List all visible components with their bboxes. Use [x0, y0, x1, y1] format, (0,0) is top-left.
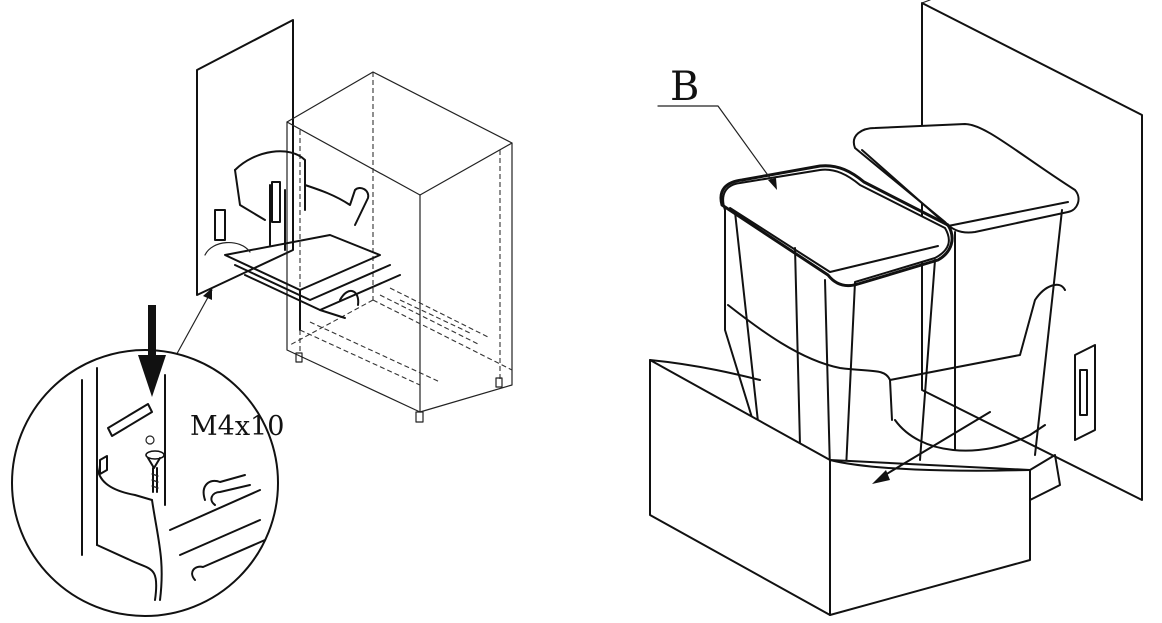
- waste-bin-unit-illustration: B: [649, 0, 1143, 616]
- front-panel: [196, 19, 294, 296]
- part-label: B: [670, 64, 699, 110]
- drawer-slides: [299, 287, 491, 386]
- cabinet-assembly-illustration: [167, 19, 513, 423]
- screw-size-label: M4x10: [190, 411, 284, 442]
- pointer-arrowhead: [203, 288, 212, 300]
- direction-arrow-line: [879, 411, 991, 479]
- cabinet-outline: [286, 71, 513, 423]
- down-arrow-icon: [138, 305, 166, 397]
- front-bin: [719, 164, 954, 491]
- drawer-box: [649, 359, 1061, 616]
- detail-circle: [11, 349, 279, 617]
- bin-wire-frame: [727, 283, 1066, 421]
- screw-detail-callout: M4x10: [11, 305, 284, 617]
- wire-basket-frame: [204, 150, 401, 331]
- screw-icon: [145, 450, 165, 493]
- part-leader-line: [657, 105, 776, 186]
- direction-arrowhead: [872, 470, 890, 484]
